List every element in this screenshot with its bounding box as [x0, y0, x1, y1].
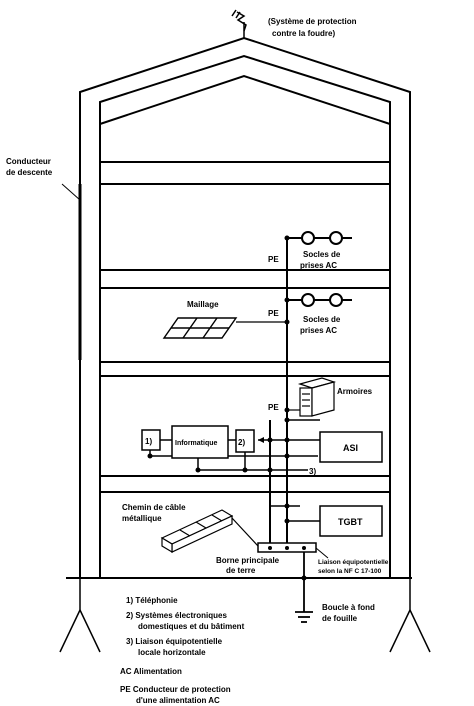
foundation-loop-label-line2: de fouille — [322, 614, 358, 623]
cable-tray-label-line1: Chemin de câble — [122, 503, 186, 512]
telephony-box — [141, 429, 161, 451]
junction-dot — [301, 575, 307, 581]
junction-dot — [242, 467, 248, 473]
junction-dot — [284, 319, 290, 325]
junction-dot — [267, 467, 273, 473]
legend-item-5-line1: PE Conducteur de protection — [120, 685, 231, 694]
terminal-dot — [285, 546, 289, 550]
arrow-to-2-icon — [258, 437, 264, 443]
ups-label: ASI — [343, 443, 358, 453]
bonding-pointer — [315, 547, 329, 559]
pe-riser — [269, 236, 288, 552]
it-box-label: Informatique — [175, 440, 217, 447]
bonding-label-line1: Liaison équipotentielle — [318, 559, 389, 566]
legend-item-4-line1: AC Alimentation — [120, 667, 182, 676]
junction-dot — [284, 297, 290, 303]
down-conductor-pointer — [61, 183, 81, 201]
main-switchboard-box — [319, 505, 383, 537]
meshed-bonding-grid — [162, 317, 238, 339]
legend: 1) Téléphonie 2) Systèmes électroniques … — [120, 596, 245, 705]
down-conductor-label-line1: Conducteur — [6, 157, 51, 166]
sockets-label-top-line1: Socles de — [303, 250, 341, 259]
legend-item-3-line2: locale horizontale — [138, 648, 206, 657]
building-outline — [79, 36, 411, 578]
bonding-label-line2: selon la NF C 17-100 — [318, 568, 382, 575]
junction-dot — [284, 417, 290, 423]
sockets-mesh-floor — [287, 293, 352, 307]
legend-item-1-line1: 1) Téléphonie — [126, 596, 178, 605]
cable-tray-icon — [160, 509, 234, 554]
sockets-label-mesh-line1: Socles de — [303, 315, 341, 324]
cable-tray-connection — [231, 517, 259, 547]
lightning-protection-label-line2: contre la foudre) — [272, 29, 335, 38]
cabinets-label: Armoires — [337, 387, 373, 396]
junction-dot — [284, 453, 290, 459]
pe-label-it: PE — [268, 403, 279, 412]
lightning-rod-icon — [231, 9, 247, 38]
terminal-dot — [268, 546, 272, 550]
floor-it — [99, 375, 391, 477]
foundation-loop-label-line1: Boucle à fond — [322, 603, 375, 612]
legend-item-3-line1: 3) Liaison équipotentielle — [126, 637, 223, 646]
legend-item-2-line2: domestiques et du bâtiment — [138, 622, 245, 631]
junction-dot — [195, 467, 201, 473]
main-earth-terminal-label-line2: de terre — [226, 566, 256, 575]
junction-dot — [147, 453, 153, 459]
foundation-leg-right — [389, 578, 431, 653]
earth-electrode-icon — [295, 552, 313, 623]
down-conductor-label-line2: de descente — [6, 168, 53, 177]
main-switchboard-label: TGBT — [338, 517, 363, 527]
terminal-dot — [302, 546, 306, 550]
sockets-top — [287, 231, 352, 245]
marker-2-label: 2) — [238, 438, 245, 447]
ups-box — [319, 431, 383, 463]
floor-basement — [99, 491, 391, 579]
junction-dot — [284, 407, 290, 413]
floor-mesh — [99, 287, 391, 363]
cabinet-icon — [297, 377, 337, 417]
junction-dot — [284, 518, 290, 524]
marker-1-label: 1) — [145, 437, 152, 446]
sockets-label-top-line2: prises AC — [300, 261, 337, 270]
junction-dot — [284, 437, 290, 443]
cable-tray-label-line2: métallique — [122, 514, 162, 523]
it-box — [171, 425, 229, 459]
electronics-box — [235, 429, 255, 453]
junction-dot — [284, 503, 290, 509]
lightning-protection-label-line1: (Système de protection — [268, 17, 357, 26]
pe-label-top: PE — [268, 255, 279, 264]
marker-3-label: 3) — [309, 467, 316, 476]
mesh-label: Maillage — [187, 300, 219, 309]
main-earth-terminal-label-line1: Borne principale — [216, 556, 280, 565]
sockets-label-mesh-line2: prises AC — [300, 326, 337, 335]
junction-dot — [284, 235, 290, 241]
legend-item-5-line2: d'une alimentation AC — [136, 696, 220, 705]
foundation-leg-left — [59, 578, 101, 653]
floor-top — [99, 183, 391, 271]
pe-label-mesh: PE — [268, 309, 279, 318]
junction-dot — [267, 437, 273, 443]
legend-item-2-line1: 2) Systèmes électroniques — [126, 611, 227, 620]
